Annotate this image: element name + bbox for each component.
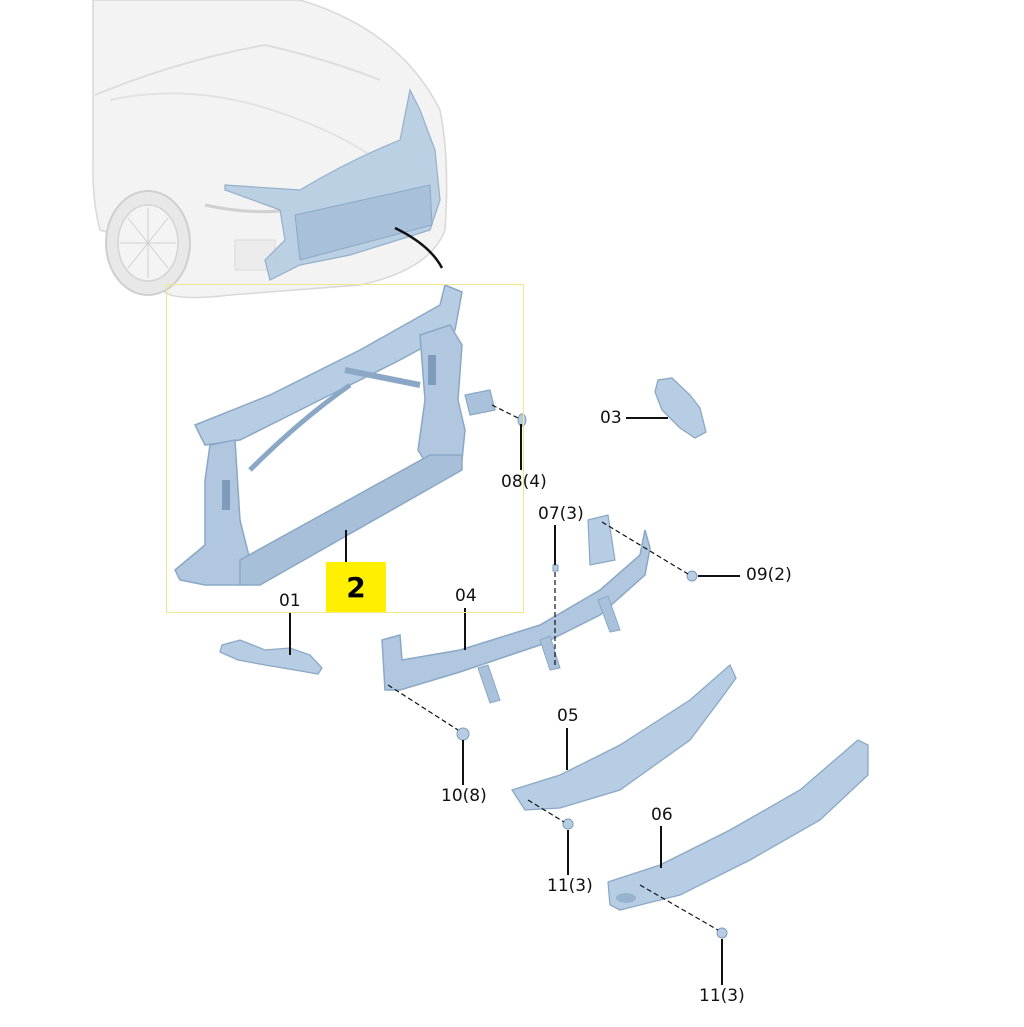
front-end-carrier-part-2[interactable] [174,283,496,586]
fastener-09[interactable] [686,570,698,582]
energy-absorber-part-05[interactable] [510,663,737,811]
part-label-04[interactable]: 04 [455,586,477,606]
leader-lines [289,417,740,985]
part-label-10[interactable]: 10(8) [441,786,487,806]
bumper-beam-part-04[interactable] [381,514,651,704]
energy-absorber-part-06[interactable] [607,739,869,911]
vehicle-context-illustration [92,0,448,299]
fastener-11-lower[interactable] [716,927,728,939]
fastener-10[interactable] [456,727,470,741]
bracket-part-01[interactable] [219,639,323,675]
assembly-lines [387,404,719,931]
part-label-05[interactable]: 05 [557,706,579,726]
part-label-06[interactable]: 06 [651,805,673,825]
fastener-11-upper[interactable] [562,818,574,830]
part-label-11-upper[interactable]: 11(3) [547,876,593,896]
part-label-07[interactable]: 07(3) [538,504,584,524]
part-label-08[interactable]: 08(4) [501,472,547,492]
part-label-11-lower[interactable]: 11(3) [699,986,745,1006]
assembly-group-frame [166,284,524,613]
bracket-part-03[interactable] [654,377,707,439]
group-callout-2[interactable]: 2 [326,562,386,612]
part-label-01[interactable]: 01 [279,591,301,611]
part-label-03[interactable]: 03 [600,408,622,428]
part-label-09[interactable]: 09(2) [746,565,792,585]
fastener-07[interactable] [552,564,559,572]
